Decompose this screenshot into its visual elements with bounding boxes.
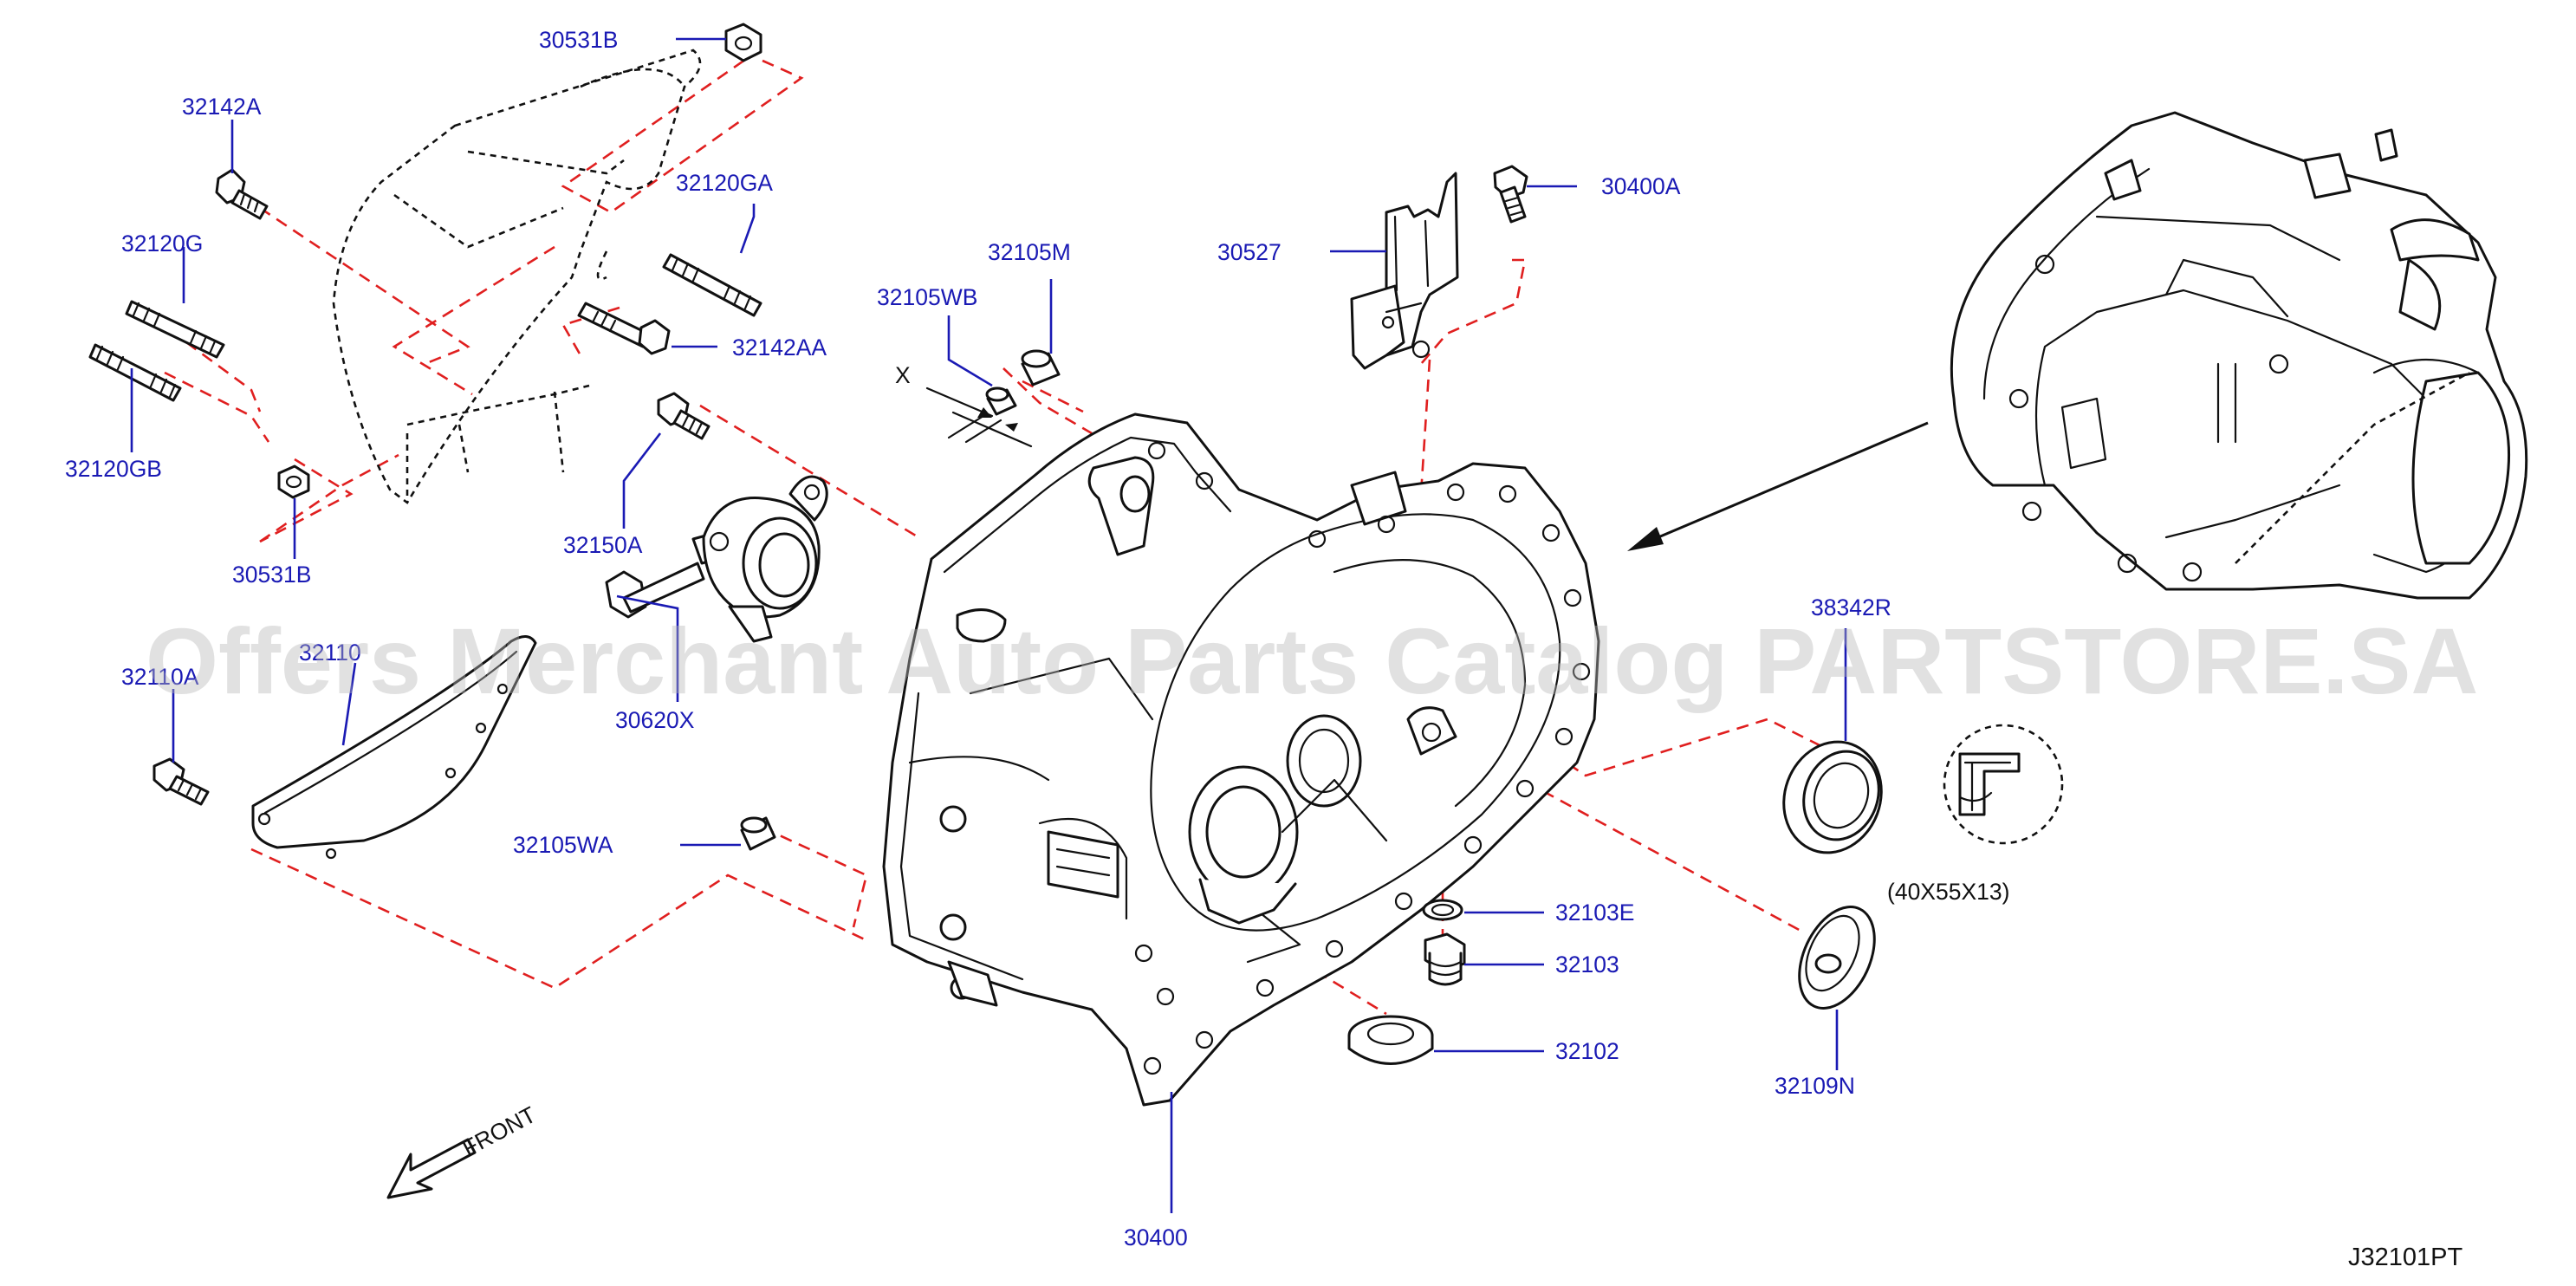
label-32120GA: 32120GA [676, 170, 773, 196]
label-38342R: 38342R [1811, 594, 1891, 620]
label-32102: 32102 [1555, 1038, 1619, 1064]
label-30620X: 30620X [615, 707, 695, 733]
label-32110A: 32110A [121, 664, 199, 690]
label-32105M: 32105M [988, 239, 1071, 265]
release-bearing-30620X [605, 475, 828, 643]
front-label: FRONT [458, 1101, 541, 1161]
seal-32102 [1347, 1015, 1434, 1065]
label-32105WA: 32105WA [513, 832, 613, 858]
bolt-32142AA [577, 302, 671, 355]
section-marker-label: X [895, 362, 911, 388]
part-labels: 30531B 32142A 32120GA 32120G 32142AA 321… [65, 27, 1891, 1250]
nut-30531B-top [724, 23, 762, 62]
label-30400A: 30400A [1601, 173, 1681, 199]
dowel-32105WB [985, 386, 1017, 416]
bolt-32142A [215, 168, 269, 220]
dowel-32105M [1021, 349, 1061, 386]
label-32103E: 32103E [1555, 900, 1634, 926]
label-32103: 32103 [1555, 952, 1619, 977]
label-32142A: 32142A [182, 94, 262, 120]
transmission-case-30400 [882, 412, 1600, 1107]
label-30400: 30400 [1124, 1224, 1188, 1250]
label-32150A: 32150A [563, 532, 643, 558]
dowel-32105WA [740, 816, 776, 851]
label-30531B-top: 30531B [539, 27, 618, 53]
seal-size-note: (40X55X13) [1887, 879, 2009, 905]
plug-32103 [1424, 932, 1466, 986]
label-32110: 32110 [299, 640, 361, 666]
cap-32109N [1798, 906, 1876, 1010]
leader-lines [130, 37, 1847, 1213]
label-32109N: 32109N [1775, 1073, 1855, 1099]
assembly-pointer-arrow [1627, 421, 1929, 551]
bolt-30400A [1493, 165, 1528, 224]
oil-seal-38342R [1782, 740, 1883, 854]
flange-bolt-holes [1134, 441, 1591, 1075]
bracket-30527 [1350, 172, 1459, 370]
bolt-32110A [152, 757, 210, 806]
seal-section-detail [1943, 724, 2064, 845]
stud-32120GB [88, 343, 182, 402]
section-marker-x [925, 386, 1033, 448]
stud-32120GA [662, 253, 762, 317]
label-32120G: 32120G [121, 231, 203, 257]
cover-plate-32110 [251, 635, 537, 860]
nut-30531B-bottom [277, 464, 310, 499]
watermark: Offers Merchant Auto Parts Catalog PARTS… [146, 608, 2478, 713]
bracket-assembly-dashed [332, 49, 702, 504]
label-32120GB: 32120GB [65, 456, 162, 482]
label-32142AA: 32142AA [732, 334, 827, 360]
front-direction-arrow [386, 1138, 477, 1199]
label-30527: 30527 [1217, 239, 1282, 265]
label-32105WB: 32105WB [877, 284, 977, 310]
assembled-transaxle [1950, 111, 2528, 600]
diagram-code: J32101PT [2348, 1244, 2462, 1271]
bolt-32150A [657, 392, 711, 440]
gasket-32103E [1422, 899, 1463, 921]
label-30531B-bottom: 30531B [232, 562, 311, 588]
stud-32120G [125, 300, 225, 359]
